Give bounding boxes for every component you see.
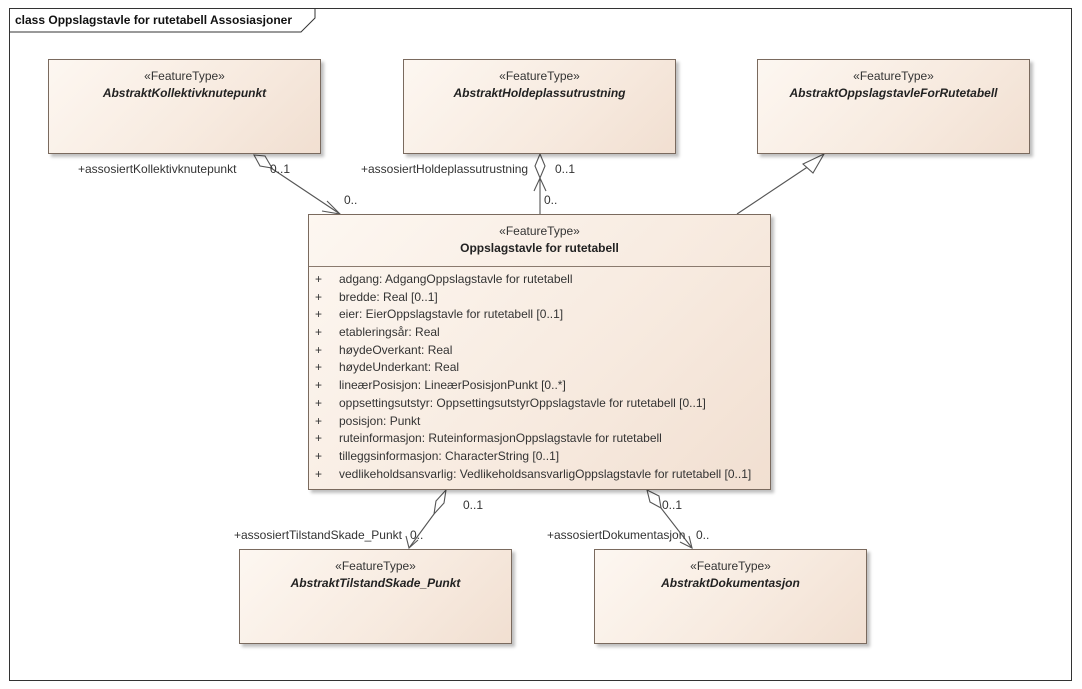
attribute-text: posisjon: Punkt: [339, 413, 421, 428]
attribute-text: tilleggsinformasjon: CharacterString [0.…: [339, 448, 560, 463]
role-label-dokumentasjon: +assosiertDokumentasjon: [547, 528, 686, 542]
visibility-marker: +: [315, 307, 323, 322]
attribute-text: bredde: Real [0..1]: [339, 289, 438, 304]
multiplicity-tilstand-source: 0..1: [463, 498, 484, 512]
attribute-row: + høydeUnderkant: Real: [315, 359, 770, 377]
edge-tilstandskade: [408, 513, 435, 549]
frame-title: class Oppslagstavle for rutetabell Assos…: [15, 13, 292, 27]
stereotype-label: «FeatureType»: [690, 559, 771, 573]
role-label-kollektivknutepunkt: +assosiertKollektivknutepunkt: [78, 162, 237, 176]
class-name: AbstraktOppslagstavleForRutetabell: [789, 86, 998, 100]
attribute-text: etableringsår: Real: [339, 325, 440, 340]
attribute-text: ruteinformasjon: RuteinformasjonOppslags…: [339, 431, 662, 446]
visibility-marker: +: [315, 431, 323, 446]
aggregation-diamond-kollektiv: [253, 154, 274, 169]
arrow-tilstand: [405, 535, 419, 550]
stereotype-label: «FeatureType»: [853, 69, 934, 83]
diagram-frame: [9, 8, 1072, 681]
aggregation-diamond-dok: [646, 488, 662, 510]
visibility-marker: +: [315, 466, 323, 481]
visibility-marker: +: [315, 342, 323, 357]
class-oppslagstavle-for-rutetabell[interactable]: «FeatureType» Oppslagstavle for rutetabe…: [308, 214, 771, 490]
attribute-text: lineærPosisjon: LineærPosisjonPunkt [0..…: [339, 378, 566, 393]
visibility-marker: +: [315, 272, 323, 286]
class-abstrakt-kollektivknutepunkt[interactable]: «FeatureType» AbstraktKollektivknutepunk…: [48, 59, 321, 154]
class-abstrakt-dokumentasjon[interactable]: «FeatureType» AbstraktDokumentasjon: [594, 549, 867, 644]
attribute-text: adgang: AdgangOppslagstavle for rutetabe…: [339, 272, 573, 286]
attribute-row: + tilleggsinformasjon: CharacterString [0…: [315, 448, 770, 466]
attribute-row: + ruteinformasjon: RuteinformasjonOppslag…: [315, 430, 770, 448]
attribute-row: + lineærPosisjon: LineærPosisjonPunkt [0.…: [315, 377, 770, 395]
class-name: AbstraktTilstandSkade_Punkt: [290, 576, 461, 590]
edge-kollektivknutepunkt: [267, 165, 341, 215]
attribute-row: + adgang: AdgangOppslagstavle for rutetab…: [315, 271, 770, 289]
attribute-text: høydeUnderkant: Real: [339, 360, 460, 375]
class-name: AbstraktHoldeplassutrustning: [453, 86, 626, 100]
attribute-text: vedlikeholdsansvarlig: Vedlikeholdsansva…: [339, 466, 752, 481]
visibility-marker: +: [315, 325, 323, 340]
arrow-holdeplass: [533, 176, 547, 192]
aggregation-diamond-holdeplass: [534, 152, 546, 180]
visibility-marker: +: [315, 448, 323, 463]
visibility-marker: +: [315, 360, 323, 375]
class-name: Oppslagstavle for rutetabell: [460, 241, 619, 255]
multiplicity-kollektiv-target: 0..: [344, 193, 358, 207]
attribute-row: + bredde: Real [0..1]: [315, 289, 770, 307]
stereotype-label: «FeatureType»: [499, 224, 580, 238]
class-abstrakt-tilstandskade-punkt[interactable]: «FeatureType» AbstraktTilstandSkade_Punk…: [239, 549, 512, 644]
attribute-text: høydeOverkant: Real: [339, 342, 453, 357]
attribute-row: + høydeOverkant: Real: [315, 342, 770, 360]
arrow-dok: [679, 535, 693, 550]
attribute-row: + vedlikeholdsansvarlig: Vedlikeholdsansv…: [315, 466, 770, 484]
multiplicity-holdeplass-source: 0..1: [555, 162, 576, 176]
visibility-marker: +: [315, 378, 323, 393]
attribute-text: eier: EierOppslagstavle for rutetabell […: [339, 307, 564, 322]
attribute-row: + oppsettingsutstyr: OppsettingsutstyrOpp…: [315, 395, 770, 413]
multiplicity-dok-target: 0..: [696, 528, 710, 542]
multiplicity-kollektiv-source: 0..1: [270, 162, 291, 176]
attribute-text: oppsettingsutstyr: OppsettingsutstyrOpps…: [339, 395, 706, 410]
class-abstrakt-holdeplassutrustning[interactable]: «FeatureType» AbstraktHoldeplassutrustni…: [403, 59, 676, 154]
class-name: AbstraktDokumentasjon: [661, 576, 800, 590]
stereotype-label: «FeatureType»: [335, 559, 416, 573]
role-label-tilstandskade: +assosiertTilstandSkade_Punkt: [234, 528, 402, 542]
attribute-row: + posisjon: Punkt: [315, 413, 770, 431]
multiplicity-tilstand-target: 0..: [410, 528, 424, 542]
attribute-compartment-divider: [309, 266, 770, 267]
role-label-holdeplassutrustning: +assosiertHoldeplassutrustning: [361, 162, 529, 176]
class-abstrakt-oppslagstavle-for-rutetabell[interactable]: «FeatureType» AbstraktOppslagstavleForRu…: [757, 59, 1030, 154]
attribute-list: + adgang: AdgangOppslagstavle for rutetab…: [309, 267, 770, 483]
visibility-marker: +: [315, 395, 323, 410]
stereotype-label: «FeatureType»: [499, 69, 580, 83]
aggregation-diamond-tilstand: [433, 488, 447, 516]
edge-generalization: [736, 163, 813, 215]
generalization-triangle: [802, 152, 826, 174]
multiplicity-holdeplass-target: 0..: [544, 193, 558, 207]
attribute-row: + eier: EierOppslagstavle for rutetabell …: [315, 306, 770, 324]
visibility-marker: +: [315, 289, 323, 304]
class-name: AbstraktKollektivknutepunkt: [102, 86, 267, 100]
frame-title-tab: [9, 8, 316, 33]
attribute-row: + etableringsår: Real: [315, 324, 770, 342]
multiplicity-dok-source: 0..1: [662, 498, 683, 512]
edge-dokumentasjon: [660, 507, 693, 549]
stereotype-label: «FeatureType»: [144, 69, 225, 83]
visibility-marker: +: [315, 413, 323, 428]
